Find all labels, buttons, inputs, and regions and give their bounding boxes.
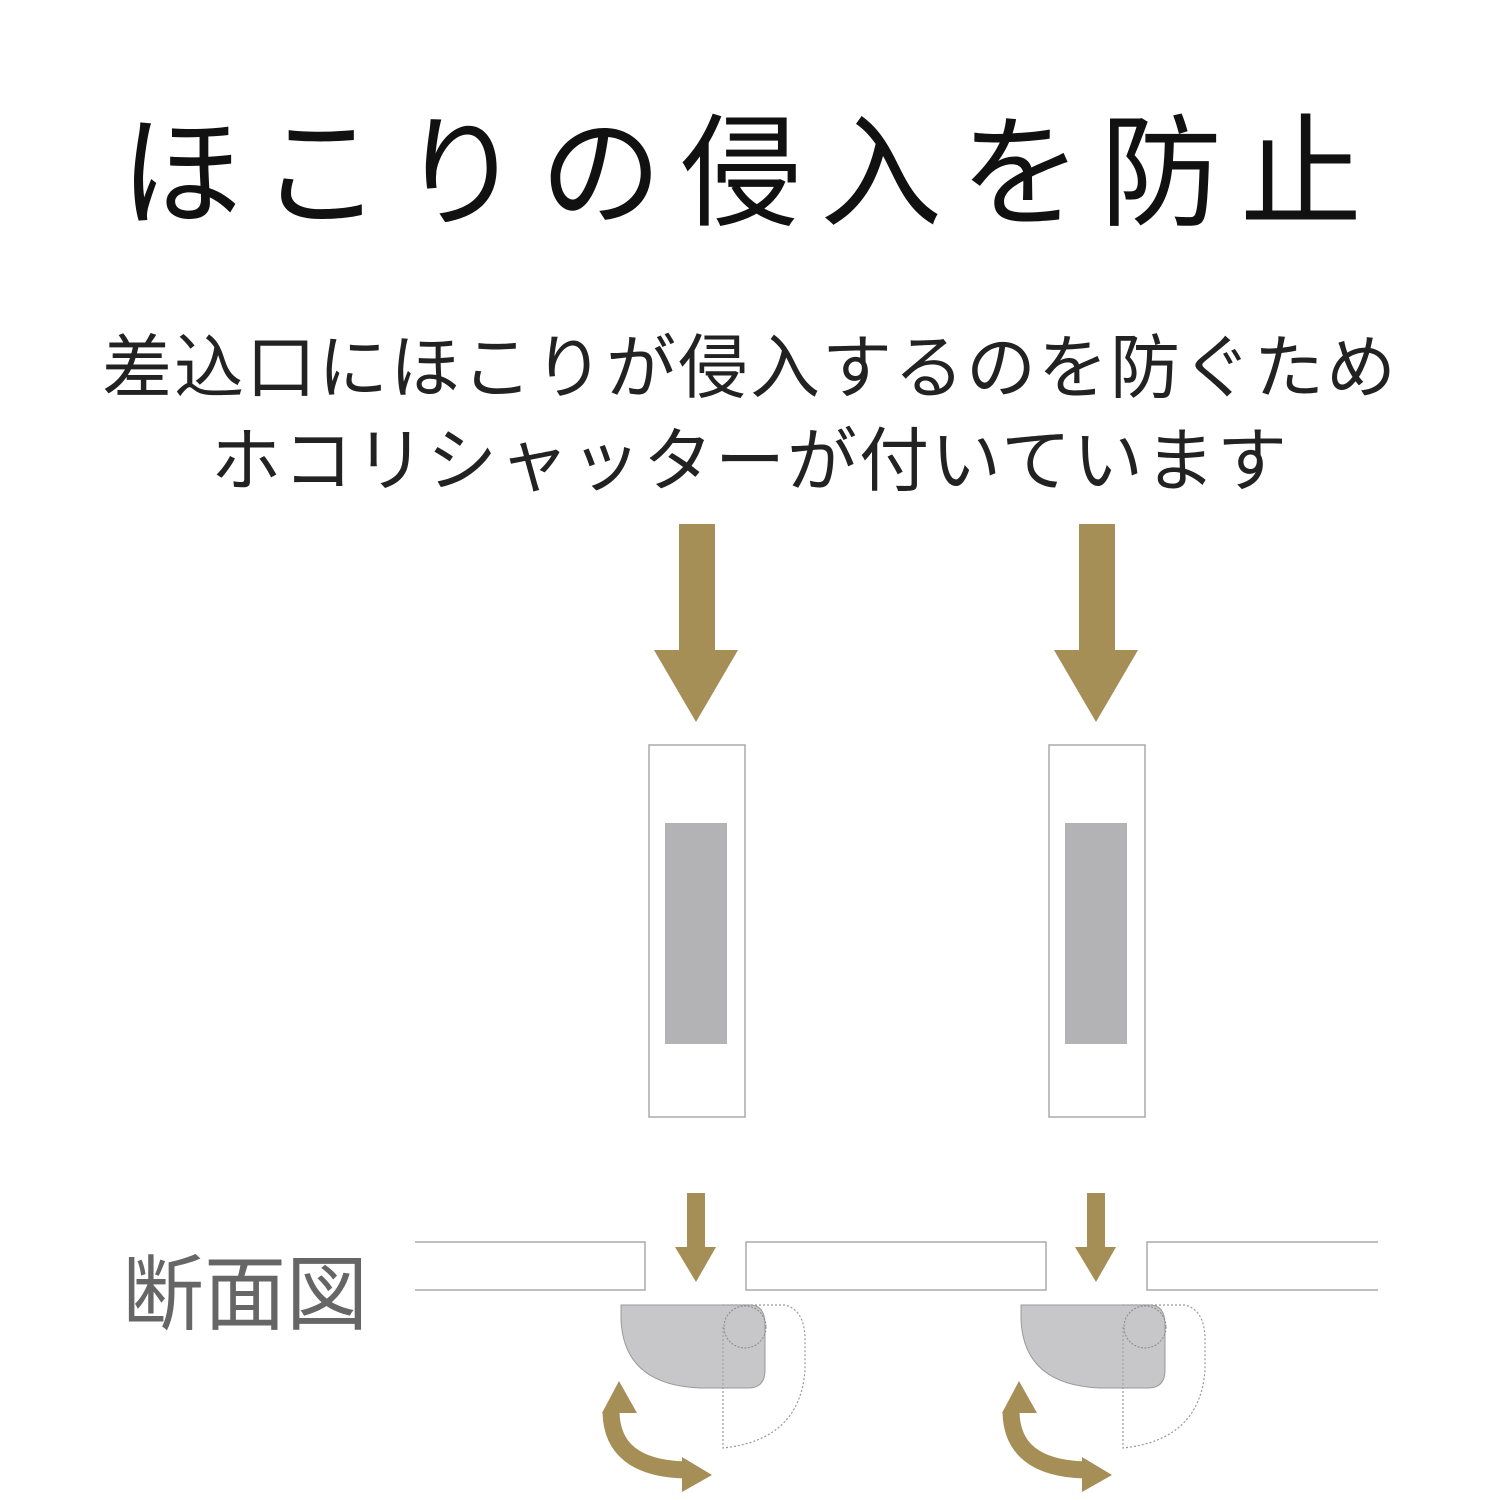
outlet-left: [602, 524, 805, 1492]
description-line-1: 差込口にほこりが侵入するのを防ぐため: [102, 327, 1398, 409]
page-title: ほこりの侵入を防止: [120, 103, 1380, 245]
cover-plate-section: [415, 1241, 1378, 1291]
outlet-right: [1002, 524, 1205, 1492]
cross-section-label: 断面図: [122, 1248, 369, 1343]
description-line-2: ホコリシャッターが付いています: [211, 420, 1289, 502]
